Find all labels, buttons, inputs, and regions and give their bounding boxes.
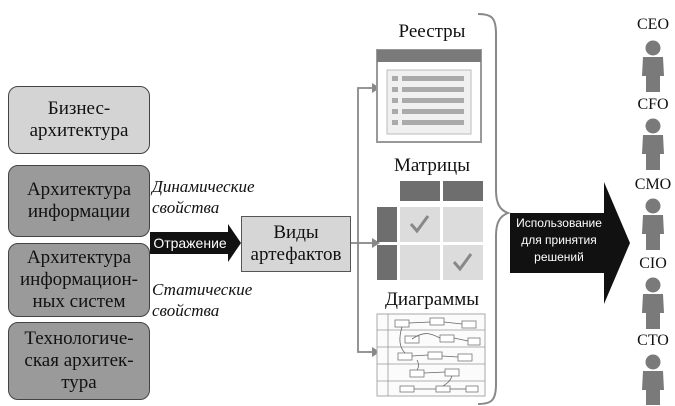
exec-label-cio: CIO — [639, 255, 667, 272]
person-icon — [642, 277, 664, 329]
note-static-properties: Статические свойства — [152, 280, 253, 320]
process-diagram-icon — [376, 313, 486, 397]
registry-list-icon — [376, 49, 482, 143]
matrices-title: Матрицы — [394, 155, 470, 176]
person-icon — [642, 118, 664, 170]
exec-label-cto: CTO — [637, 332, 669, 349]
reflection-arrow — [150, 224, 241, 262]
note-dynamic-properties: Динамические свойства — [152, 177, 255, 217]
person-icon — [642, 198, 664, 250]
layer-information: Архитектура информации — [8, 165, 150, 237]
layer-information-systems: Архитектура информацион- ных систем — [8, 243, 150, 317]
exec-label-cmo: CMO — [634, 176, 672, 193]
check-icon — [452, 253, 473, 272]
usage-label: Использование для принятия решений — [516, 216, 602, 264]
person-icon — [642, 354, 664, 405]
curly-brace — [477, 13, 511, 405]
artifact-views-box: Виды артефактов — [241, 216, 351, 272]
check-icon — [409, 215, 430, 234]
matrix-icon — [377, 181, 483, 280]
registries-title: Реестры — [398, 21, 466, 42]
usage-arrow — [510, 182, 630, 304]
diagrams-title: Диаграммы — [384, 289, 480, 310]
exec-label-ceo: CEO — [637, 16, 669, 33]
layer-business: Бизнес- архитектура — [8, 86, 150, 154]
exec-label-cfo: CFO — [637, 96, 669, 113]
reflection-label: Отражение — [153, 235, 227, 251]
layer-technology: Технологиче- ская архитек- тура — [8, 322, 150, 400]
person-icon — [642, 40, 664, 92]
branch-arrows — [349, 87, 372, 353]
